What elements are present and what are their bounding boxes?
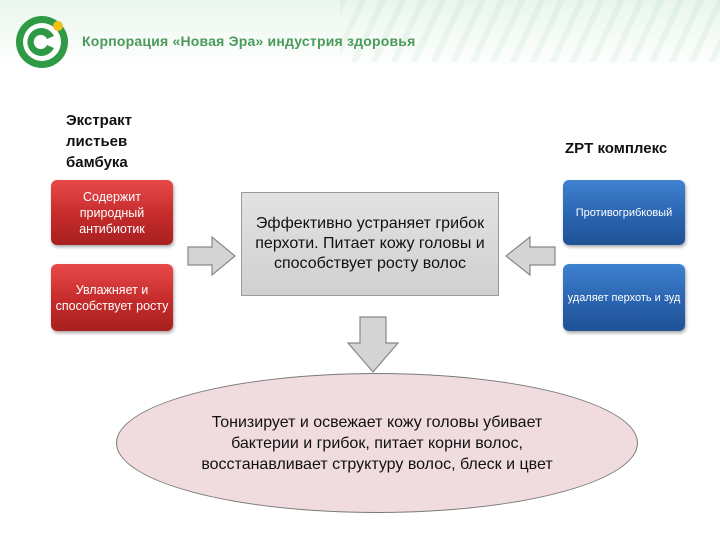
company-name: Корпорация «Новая Эра» индустрия здоровь…: [82, 33, 416, 49]
result-text: Тонизирует и освежает кожу головы убивае…: [201, 413, 553, 473]
result-ellipse: Тонизирует и освежает кожу головы убивае…: [116, 373, 638, 513]
removes-dandruff-text: удаляет перхоть и зуд: [567, 291, 681, 304]
header-decoration: [340, 0, 720, 62]
natural-antibiotic-box: Содержит природный антибиотик: [51, 180, 173, 245]
antifungal-box: Противогрибковый: [563, 180, 685, 245]
moisturize-growth-box: Увлажняет и способствует росту: [51, 264, 173, 331]
moisturize-growth-text: Увлажняет и способствует росту: [55, 282, 169, 313]
removes-dandruff-box: удаляет перхоть и зуд: [563, 264, 685, 331]
header-band: [0, 0, 720, 70]
right-arrow-icon: [187, 235, 236, 277]
natural-antibiotic-text: Содержит природный антибиотик: [79, 189, 145, 236]
bamboo-extract-title: Экстракт листьев бамбука: [66, 112, 133, 171]
left-arrow-icon: [505, 235, 556, 277]
center-effect-text: Эффективно устраняет грибок перхоти. Пит…: [255, 215, 485, 272]
company-logo: [16, 16, 68, 68]
down-arrow-icon: [346, 316, 400, 373]
center-effect-box: Эффективно устраняет грибок перхоти. Пит…: [241, 192, 499, 296]
antifungal-text: Противогрибковый: [575, 206, 673, 219]
zpt-complex-title: ZPT комплекс: [565, 140, 668, 157]
